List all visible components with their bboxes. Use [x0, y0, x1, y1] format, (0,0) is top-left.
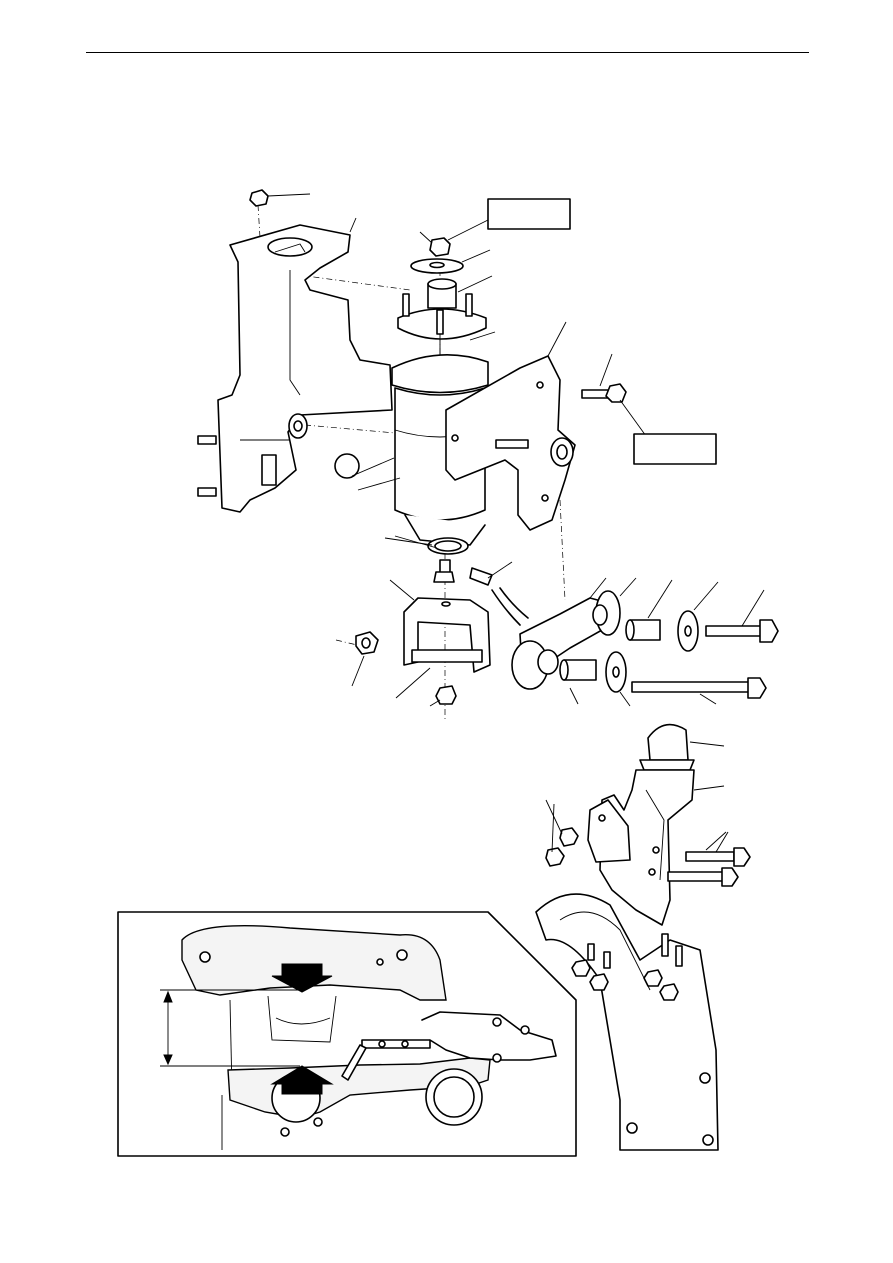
top-nut [419, 219, 489, 257]
side-mount-bracket [445, 321, 576, 531]
air-spring-top-plate [397, 275, 496, 362]
left-nut [351, 631, 379, 687]
spring-piston [384, 514, 486, 583]
arrow-up-icon [270, 1065, 334, 1095]
upper-frame-bracket [217, 217, 393, 513]
top-washer [410, 249, 491, 274]
frame-hanger-view [535, 723, 751, 1151]
lower-bushing-set [559, 651, 767, 707]
dim-arrow-top-icon [163, 990, 173, 1003]
detail-inset [117, 911, 577, 1157]
u-bracket [389, 579, 491, 699]
bracket-bolt [249, 189, 311, 207]
bracket-studs [197, 435, 217, 497]
side-bolt [581, 353, 647, 437]
lower-arm [511, 577, 637, 690]
bottom-nut [429, 685, 457, 707]
arrow-down-icon [271, 963, 333, 993]
callout-bolt [633, 433, 717, 465]
header-rule [86, 52, 809, 53]
exploded-view [197, 189, 779, 720]
dim-arrow-bottom-icon [163, 1054, 173, 1066]
air-fitting [469, 561, 529, 626]
upper-bushing-set [625, 579, 779, 652]
callout-top [487, 198, 571, 230]
